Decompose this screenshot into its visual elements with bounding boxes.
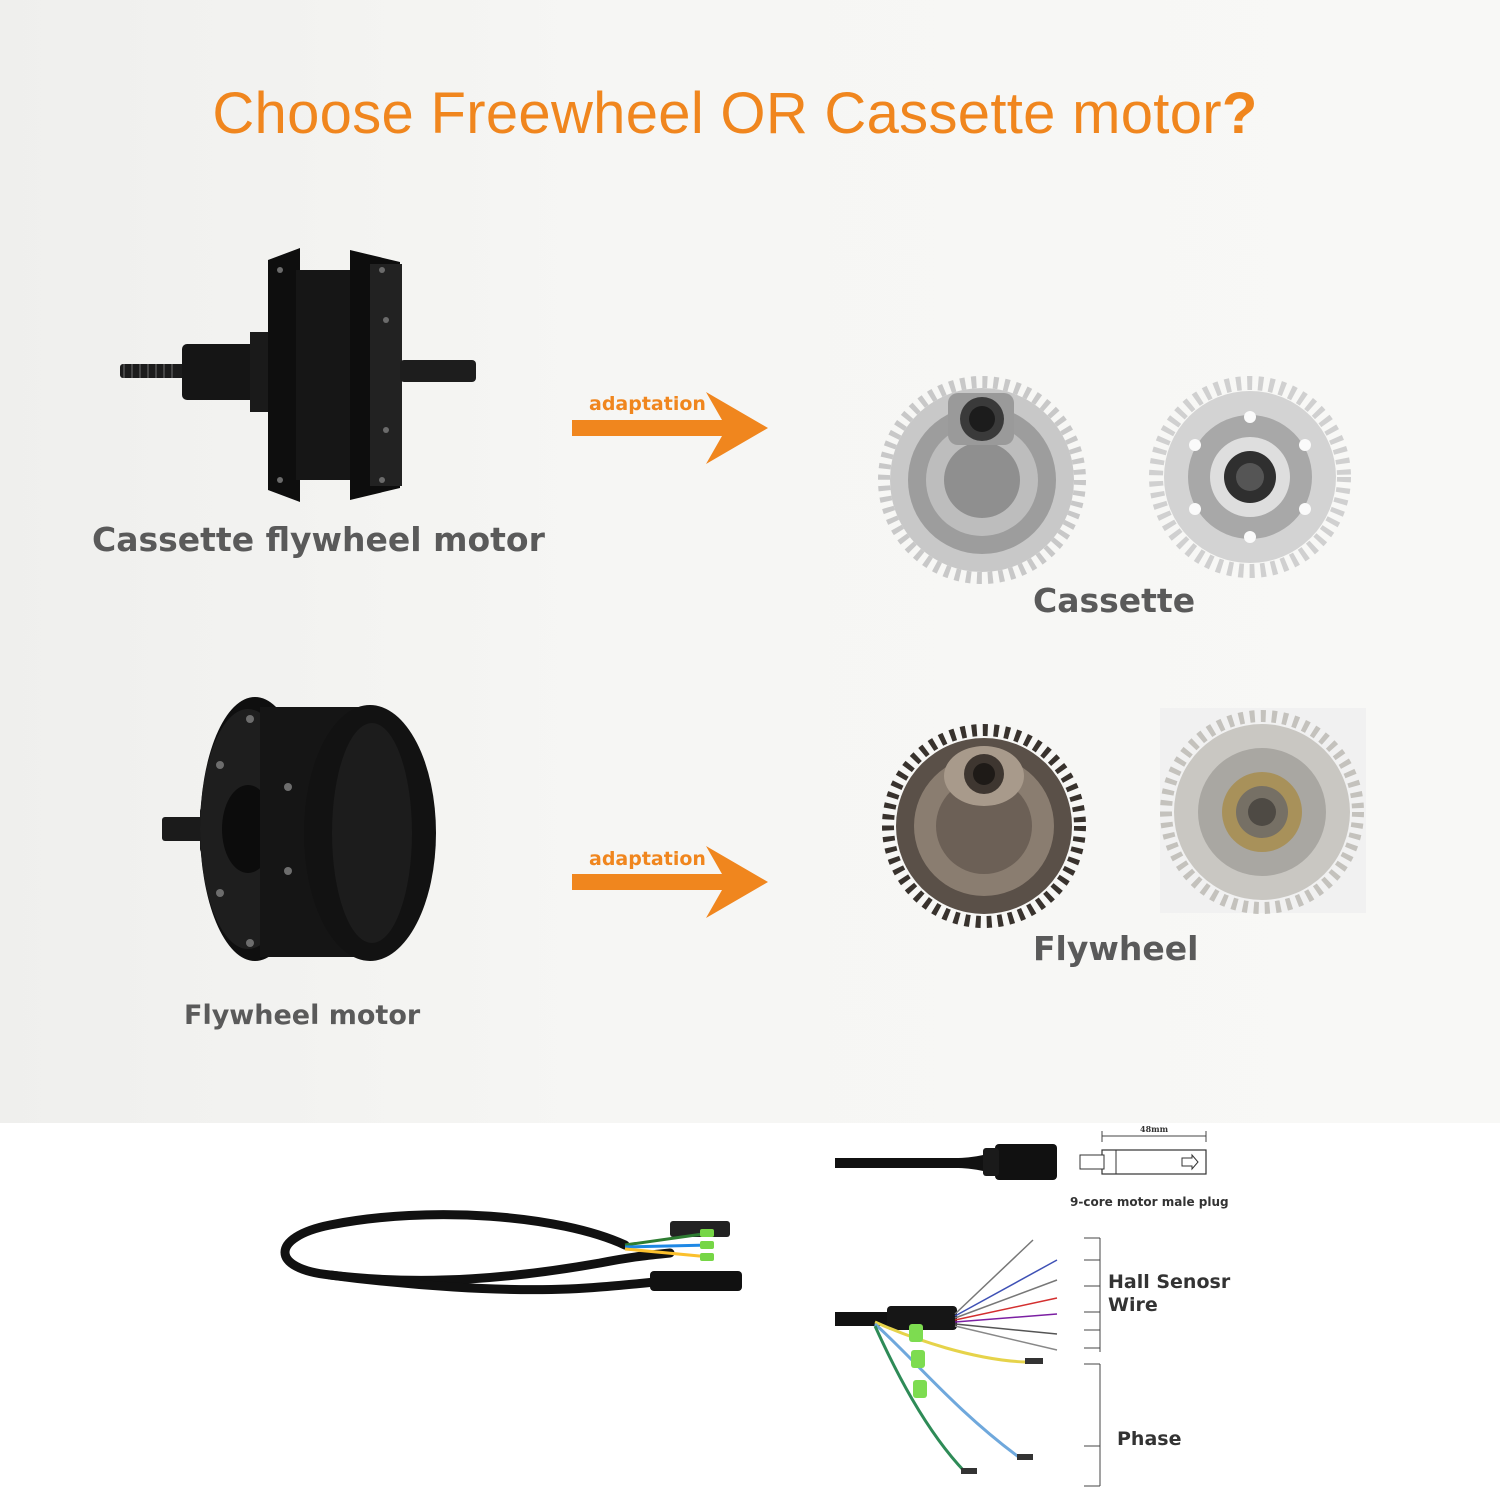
title-question-mark: ? [1221,81,1258,146]
male-plug-photo [835,1144,1057,1180]
cassette-motor-image [120,248,476,502]
plug-dimension-value: 48mm [1140,1124,1169,1134]
flywheel-part-label: Flywheel [1033,929,1199,968]
flywheel-adaptation-arrow [572,846,768,918]
wire-diagram [835,1239,1058,1474]
hall-sensor-label-line1: Hall Senosr [1108,1271,1231,1293]
flywheel-arrow-label: adaptation [589,848,706,870]
cassette-sprocket-image [878,376,1351,584]
flywheel-motor-image [162,697,436,961]
cassette-part-label: Cassette [1033,581,1196,620]
cassette-adaptation-arrow [572,392,768,464]
phase-label: Phase [1117,1428,1182,1450]
flywheel-sprocket-image [882,708,1366,928]
motor-cable-image [280,1210,742,1295]
title-text: Choose Freewheel OR Cassette motor [212,81,1222,146]
plug-dimension-drawing [1079,1131,1207,1175]
cassette-motor-label: Cassette flywheel motor [92,520,545,559]
wire-group-brackets [1084,1237,1101,1487]
plug-label: 9-core motor male plug [1070,1195,1229,1209]
cassette-arrow-label: adaptation [589,393,706,415]
flywheel-motor-label: Flywheel motor [184,1000,421,1031]
page-title: Choose Freewheel OR Cassette motor? [0,80,1470,147]
hall-sensor-label-line2: Wire [1108,1294,1158,1316]
